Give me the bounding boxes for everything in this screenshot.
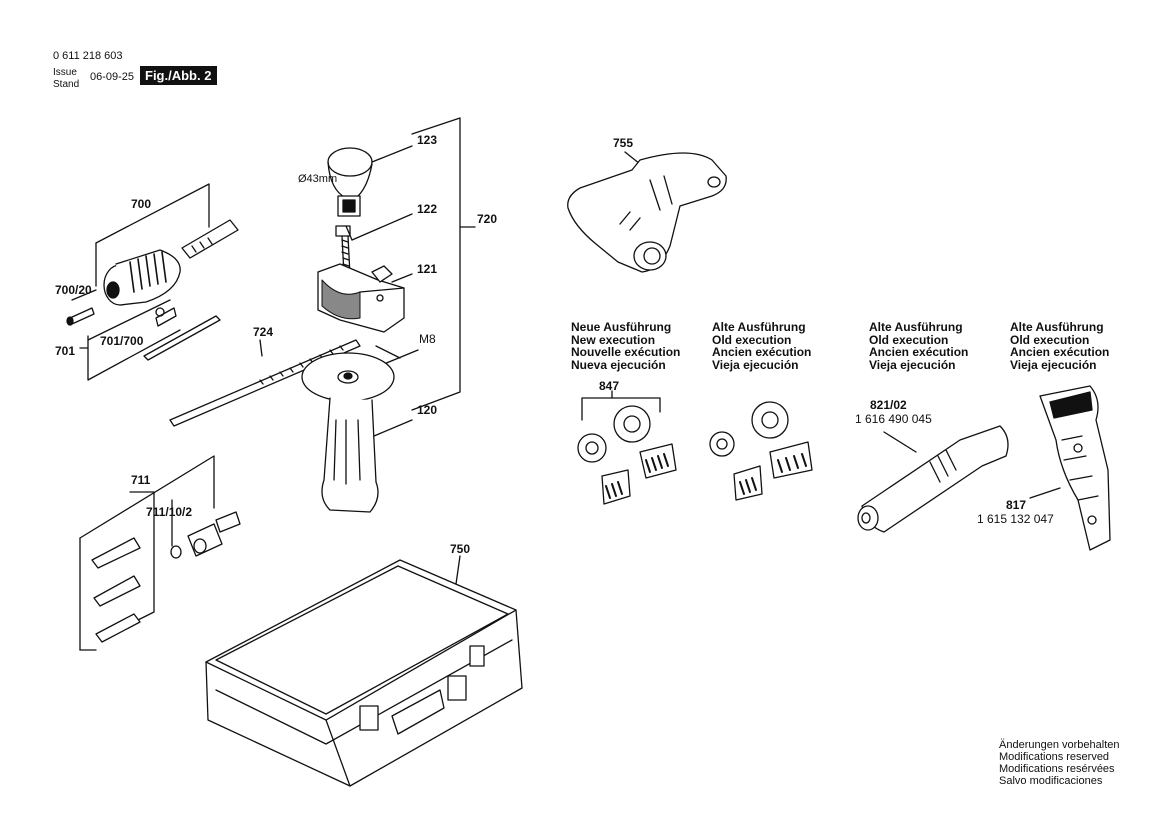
callout-755: 755 — [613, 136, 634, 150]
angle-attachment — [567, 151, 727, 273]
carry-case — [205, 555, 523, 787]
side-handle-part — [301, 352, 395, 513]
callout-120: 120 — [417, 403, 438, 417]
note-old-execution-2: Alte Ausführung Old execution Ancien exé… — [869, 320, 969, 372]
housing-half-part — [1029, 385, 1111, 551]
callout-701: 701 — [55, 344, 76, 358]
callout-701-700: 701/700 — [100, 334, 144, 348]
bushing-set-old — [709, 401, 813, 501]
note-old-execution-1: Alte Ausführung Old execution Ancien exé… — [712, 320, 812, 372]
callout-817: 817 — [1006, 498, 1027, 512]
part-number-821: 1 616 490 045 — [855, 412, 932, 426]
callout-m8: M8 — [419, 332, 436, 346]
callout-123: 123 — [417, 133, 438, 147]
callout-121: 121 — [417, 262, 438, 276]
bits-group — [79, 455, 241, 651]
clamp-band-part — [327, 147, 373, 217]
callout-711-10-2: 711/10/2 — [146, 505, 193, 519]
callout-122: 122 — [417, 202, 438, 216]
leader-lines — [259, 225, 401, 359]
chuck-group — [66, 183, 239, 381]
note-new-execution: Neue Ausführung New execution Nouvelle e… — [571, 320, 681, 372]
spindle-part — [857, 425, 1009, 533]
issue-label: Issue Stand — [53, 67, 80, 90]
callout-821-02: 821/02 — [870, 398, 907, 412]
callout-711: 711 — [131, 473, 151, 487]
callout-750: 750 — [450, 542, 471, 556]
part-number-817: 1 615 132 047 — [977, 512, 1054, 526]
figure-label: Fig./Abb. 2 — [140, 66, 218, 85]
callout-847: 847 — [599, 379, 620, 393]
callout-700-20: 700/20 — [55, 283, 92, 297]
callout-724: 724 — [253, 325, 274, 339]
callout-700: 700 — [131, 197, 152, 211]
note-old-execution-3: Alte Ausführung Old execution Ancien exé… — [1010, 320, 1110, 372]
issue-date: 06-09-25 — [90, 71, 135, 83]
bushing-set-new — [577, 390, 677, 505]
modifications-note: Änderungen vorbehalten Modifications res… — [999, 739, 1120, 787]
part-number: 0 611 218 603 — [53, 50, 123, 62]
callout-diameter: Ø43mm — [298, 173, 338, 185]
bracket-720 — [349, 117, 476, 437]
callout-720: 720 — [477, 212, 498, 226]
handle-holder-part — [317, 263, 405, 333]
